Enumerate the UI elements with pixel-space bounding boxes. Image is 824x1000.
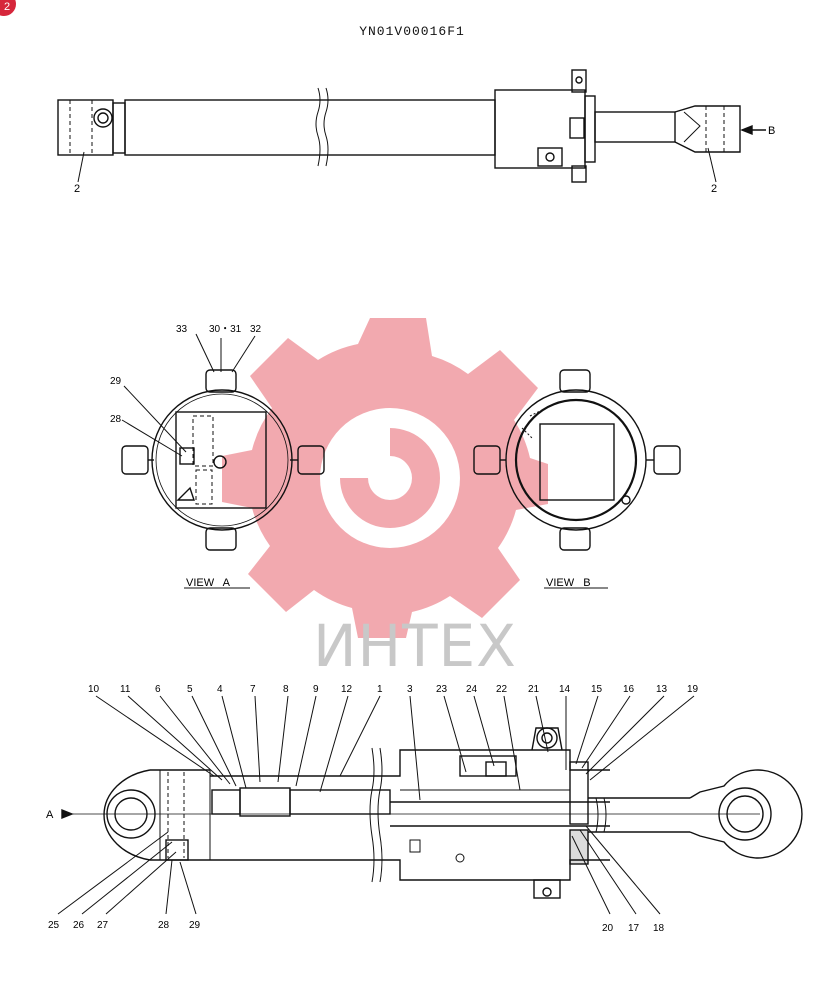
callout-33: 33 (176, 324, 188, 335)
callout-1: 1 (377, 684, 383, 695)
callout-19: 19 (687, 684, 699, 695)
callout-29-view-a: 29 (110, 376, 122, 387)
callout-20: 20 (602, 923, 614, 934)
callout-17: 17 (628, 923, 640, 934)
view-b-caption: VIEW B (546, 577, 591, 589)
callout-28-view-a: 28 (110, 414, 122, 425)
callout-29-section: 29 (189, 920, 201, 931)
callout-13: 13 (656, 684, 668, 695)
callout-5: 5 (187, 684, 193, 695)
callout-2-right: 2 (711, 183, 717, 195)
callout-10: 10 (88, 684, 100, 695)
document-code: YN01V00016F1 (359, 24, 465, 39)
callout-25: 25 (48, 920, 60, 931)
callout-2-left: 2 (74, 183, 80, 195)
callout-12: 12 (341, 684, 353, 695)
callout-30-31: 30・31 (209, 324, 242, 335)
callout-8: 8 (283, 684, 289, 695)
callout-22: 22 (496, 684, 508, 695)
callout-6: 6 (155, 684, 161, 695)
callout-18: 18 (653, 923, 665, 934)
view-arrow-label-b: B (768, 125, 775, 137)
section-arrow-label-a: A (46, 809, 54, 821)
callout-21: 21 (528, 684, 540, 695)
callout-27: 27 (97, 920, 109, 931)
page-badge: 2 (0, 0, 16, 16)
callout-14: 14 (559, 684, 571, 695)
callout-7: 7 (250, 684, 256, 695)
callout-11: 11 (120, 684, 131, 695)
callout-24: 24 (466, 684, 478, 695)
watermark-brand: ИНТЕХ (313, 612, 517, 680)
callout-26: 26 (73, 920, 85, 931)
callout-16: 16 (623, 684, 635, 695)
callout-28-section: 28 (158, 920, 170, 931)
callout-4: 4 (217, 684, 223, 695)
callout-9: 9 (313, 684, 319, 695)
view-a-caption: VIEW A (186, 577, 231, 589)
callout-3: 3 (407, 684, 413, 695)
callout-15: 15 (591, 684, 603, 695)
callout-32: 32 (250, 324, 262, 335)
callout-23: 23 (436, 684, 448, 695)
